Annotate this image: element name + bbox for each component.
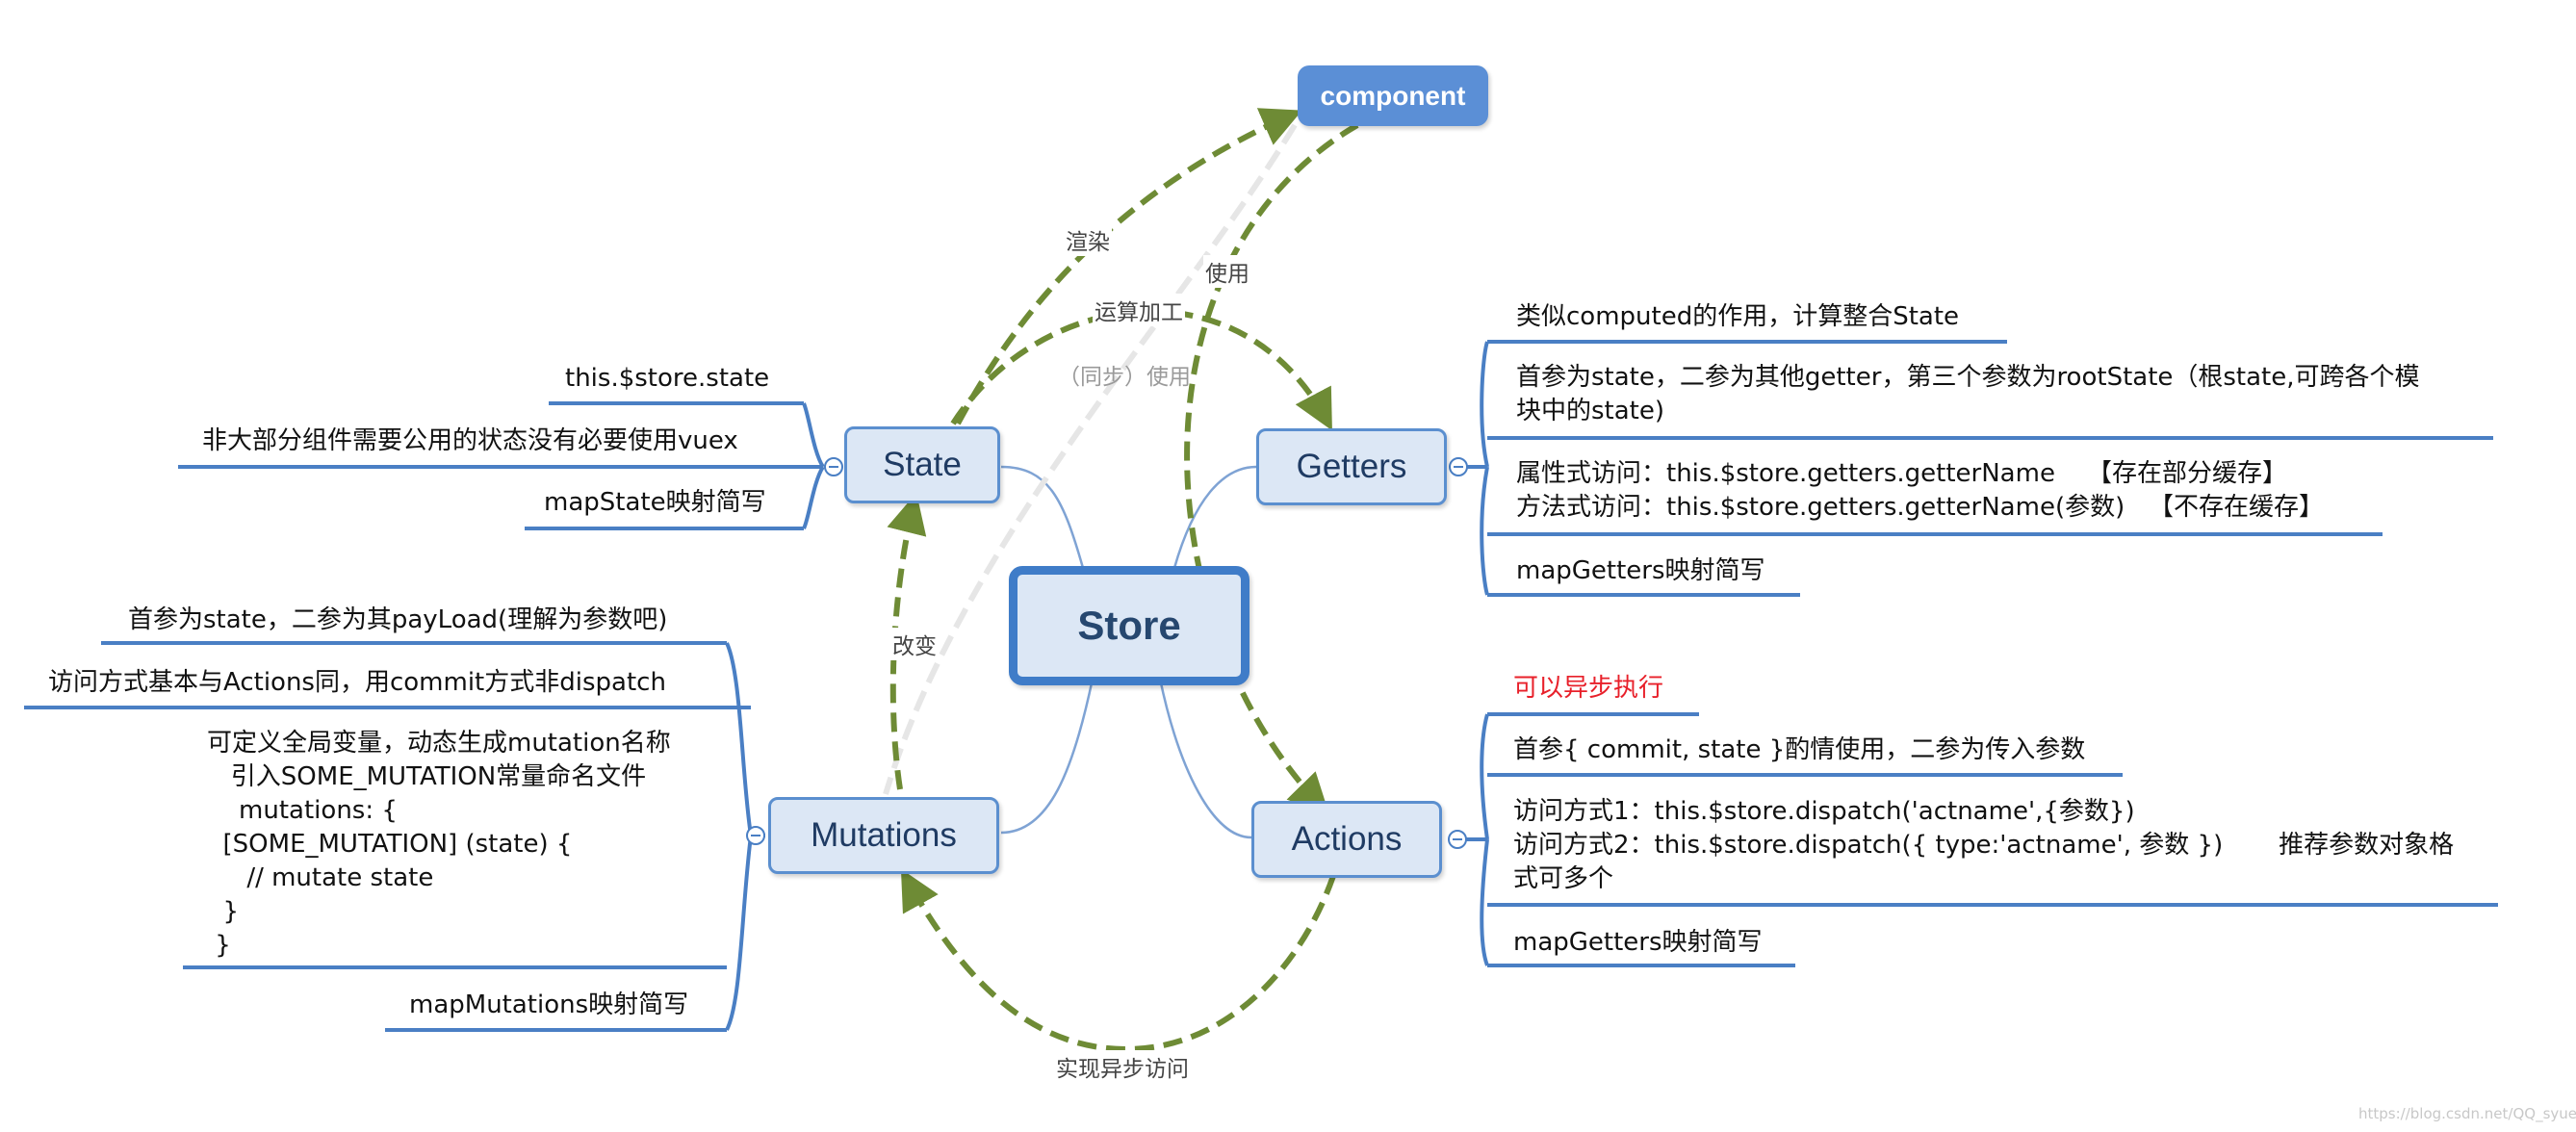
connector-actions [1158, 678, 1252, 839]
arrow-sync-use [883, 123, 1298, 795]
mutations-node[interactable]: Mutations [768, 797, 999, 874]
connector-state [1000, 465, 1085, 569]
watermark: https://blog.csdn.net/QQ_syue [2358, 1105, 2576, 1122]
getters-branch-lines [1463, 340, 2493, 597]
component-node[interactable]: component [1298, 65, 1488, 126]
state-branch-lines [178, 401, 825, 530]
edge-label-change: 改变 [890, 628, 939, 660]
edge-label-sync-use: （同步）使用 [1058, 365, 1191, 390]
mutations-branch-lines [24, 641, 765, 1032]
getters-label: Getters [1296, 448, 1407, 485]
arrow-use [1184, 122, 1359, 815]
arrow-compute [950, 308, 1332, 431]
arrow-render [955, 108, 1302, 425]
actions-item-dispatch: 访问方式1：this.$store.dispatch('actname',{参数… [1513, 797, 2455, 893]
arrow-async [900, 868, 1336, 1053]
edge-label-render: 渲染 [1064, 223, 1112, 256]
component-label: component [1320, 80, 1466, 111]
getters-item-map: mapGetters映射简写 [1516, 556, 1765, 585]
state-item-note: 非大部分组件需要公用的状态没有必要使用vuex [202, 426, 738, 455]
getters-item-computed: 类似computed的作用，计算整合State [1516, 302, 1960, 331]
edge-label-use: 使用 [1203, 255, 1251, 288]
edge-label-async: 实现异步访问 [1054, 1050, 1191, 1083]
state-label: State [883, 446, 962, 483]
mutations-item-map: mapMutations映射简写 [409, 990, 689, 1019]
connector-getters [1172, 465, 1257, 569]
actions-item-map: mapGetters映射简写 [1513, 928, 1763, 957]
actions-item-async: 可以异步执行 [1513, 674, 1664, 703]
state-node[interactable]: State [844, 426, 1000, 503]
getters-item-access: 属性式访问：this.$store.getters.getterName 【存在… [1516, 459, 2325, 522]
store-node[interactable]: Store [1009, 566, 1249, 685]
getters-node[interactable]: Getters [1256, 428, 1447, 505]
mutations-item-access: 访问方式基本与Actions同，用commit方式非dispatch [48, 668, 666, 697]
getters-item-params: 首参为state，二参为其他getter，第三个参数为rootState（根st… [1516, 363, 2420, 425]
actions-label: Actions [1291, 820, 1403, 858]
connector-mutations [1000, 678, 1095, 835]
mutations-item-constant: 可定义全局变量，动态生成mutation名称 引入SOME_MUTATION常量… [207, 729, 671, 960]
state-item-access: this.$store.state [565, 364, 770, 393]
state-item-map: mapState映射简写 [544, 488, 766, 517]
store-label: Store [1077, 603, 1181, 648]
actions-branch-lines [1463, 712, 2498, 967]
actions-node[interactable]: Actions [1251, 801, 1442, 878]
edge-label-compute: 运算加工 [1093, 294, 1185, 326]
actions-item-params: 首参{ commit, state }酌情使用，二参为传入参数 [1513, 735, 2086, 764]
mutations-item-params: 首参为state，二参为其payLoad(理解为参数吧) [128, 605, 668, 634]
mutations-label: Mutations [811, 816, 957, 854]
center-connectors [1000, 465, 1257, 839]
